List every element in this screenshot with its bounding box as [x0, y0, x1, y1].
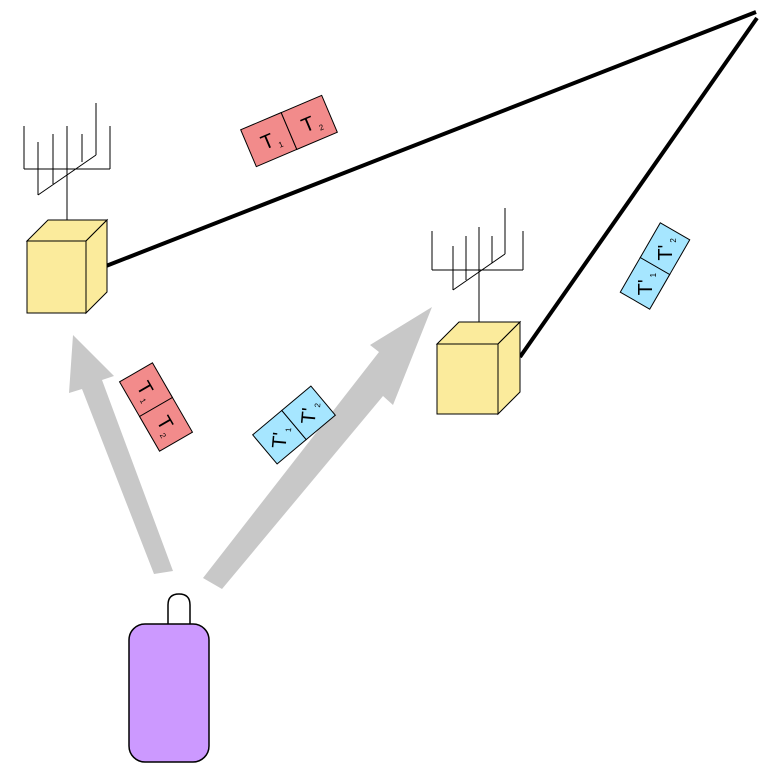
packet-label: T'	[298, 407, 321, 425]
packet-index: 2	[318, 122, 326, 132]
antenna-icon	[431, 208, 524, 322]
packet-pair-right-link: T' 1 T' 2	[619, 222, 691, 310]
packet-pair-top-link: T 1 T 2	[240, 94, 338, 168]
uplink-arrow-icon	[69, 335, 173, 574]
packet-label: T'	[635, 279, 657, 295]
phone-antenna	[167, 593, 191, 624]
packet-index: 1	[138, 397, 148, 406]
uplink-arrow-icon	[203, 307, 432, 589]
mobile-phone-icon	[128, 593, 210, 763]
link-right-station-to-hub	[518, 16, 759, 359]
phone-body	[128, 623, 210, 763]
packet-index: 1	[277, 140, 285, 150]
uplink-arrows	[69, 307, 432, 589]
antenna-icon	[23, 103, 111, 231]
packet	[280, 94, 338, 151]
packet	[639, 222, 691, 276]
packet-index: 2	[669, 238, 678, 243]
backhaul-links	[105, 10, 759, 359]
base-station-box-icon	[25, 218, 109, 315]
packet-pair-right-uplink: T' 1 T' 2	[251, 385, 337, 465]
base-station-left	[23, 103, 111, 315]
packet-index: 2	[158, 432, 168, 441]
base-station-box-icon	[435, 320, 522, 416]
packet-pair-left-uplink: T 1 T 2	[118, 362, 194, 452]
packet-index: 1	[284, 427, 293, 433]
packet-label: T'	[655, 245, 677, 261]
packet	[138, 396, 194, 452]
link-left-station-to-hub	[105, 10, 757, 268]
packet-index: 2	[313, 402, 322, 408]
packet-label: T'	[269, 431, 292, 449]
packet-index: 1	[649, 272, 658, 277]
base-station-right	[431, 208, 524, 416]
packet	[281, 385, 337, 441]
